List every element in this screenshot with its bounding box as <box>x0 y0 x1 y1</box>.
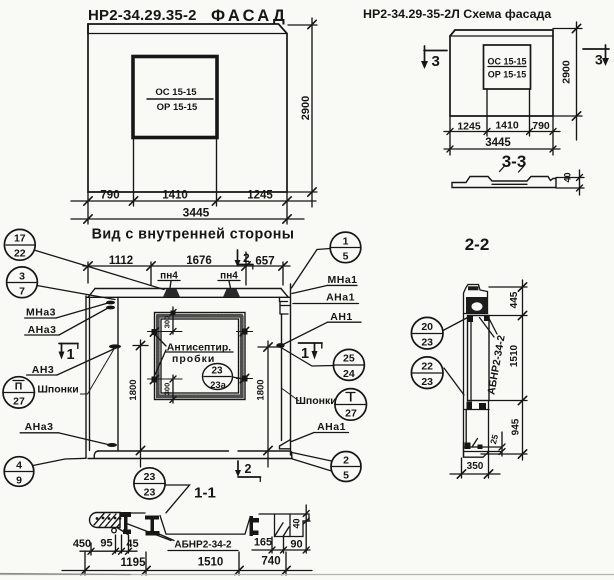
svg-text:657: 657 <box>255 256 274 268</box>
svg-text:2900: 2900 <box>561 60 573 84</box>
svg-text:22: 22 <box>14 248 26 260</box>
svg-text:1: 1 <box>343 236 349 248</box>
svg-text:1800: 1800 <box>128 379 139 400</box>
svg-text:90: 90 <box>290 539 302 551</box>
svg-text:Вид с внутренней стороны: Вид с внутренней стороны <box>92 227 295 243</box>
svg-text:3445: 3445 <box>485 137 511 149</box>
svg-text:300: 300 <box>163 316 172 329</box>
svg-text:300: 300 <box>163 383 172 396</box>
svg-text:945: 945 <box>511 418 522 435</box>
svg-text:НР2-34.29-35-2Л Схема фасада: НР2-34.29-35-2Л Схема фасада <box>363 7 551 21</box>
svg-text:I: I <box>349 393 352 405</box>
svg-text:1-1: 1-1 <box>194 485 216 502</box>
svg-text:АНа3: АНа3 <box>25 421 54 433</box>
svg-text:ОР 15-15: ОР 15-15 <box>157 102 198 113</box>
svg-text:790: 790 <box>532 120 550 132</box>
svg-text:790: 790 <box>100 190 119 202</box>
svg-text:ОР 15-15: ОР 15-15 <box>488 70 527 80</box>
svg-text:МНа1: МНа1 <box>327 274 357 286</box>
svg-text:2900: 2900 <box>300 96 312 120</box>
svg-text:3: 3 <box>19 271 25 283</box>
svg-text:350: 350 <box>467 461 484 472</box>
svg-text:22: 22 <box>421 361 433 373</box>
svg-text:27: 27 <box>345 408 357 420</box>
svg-text:Шпонки: Шпонки <box>37 384 78 396</box>
svg-text:АНа1: АНа1 <box>317 421 346 433</box>
svg-text:1195: 1195 <box>121 557 147 569</box>
svg-text:2: 2 <box>245 462 252 476</box>
svg-text:9: 9 <box>16 475 22 487</box>
svg-text:МНа3: МНа3 <box>26 307 56 319</box>
svg-text:1800: 1800 <box>256 379 267 400</box>
svg-text:АБНР2-34-2: АБНР2-34-2 <box>174 540 232 551</box>
svg-text:23: 23 <box>144 487 156 499</box>
svg-text:2-2: 2-2 <box>465 235 490 254</box>
svg-text:1245: 1245 <box>457 121 481 133</box>
svg-text:40: 40 <box>563 172 573 182</box>
svg-text:3445: 3445 <box>183 206 210 220</box>
svg-text:3-3: 3-3 <box>502 152 527 171</box>
svg-text:2: 2 <box>243 251 250 265</box>
svg-text:40: 40 <box>292 518 302 528</box>
svg-text:450: 450 <box>73 538 91 550</box>
svg-text:25: 25 <box>343 353 355 365</box>
svg-text:АН3: АН3 <box>32 364 55 376</box>
svg-text:1410: 1410 <box>495 120 519 132</box>
svg-text:1676: 1676 <box>186 255 212 267</box>
svg-text:ОС 15-15: ОС 15-15 <box>487 57 526 67</box>
svg-text:17: 17 <box>14 233 26 245</box>
svg-text:2: 2 <box>343 455 349 467</box>
svg-text:27: 27 <box>13 396 25 408</box>
svg-text:1410: 1410 <box>162 190 188 202</box>
svg-text:1510: 1510 <box>198 557 224 569</box>
svg-text:23: 23 <box>421 337 433 349</box>
svg-text:Антисептир.: Антисептир. <box>167 342 232 354</box>
svg-text:7: 7 <box>19 286 25 298</box>
svg-text:пн4: пн4 <box>220 271 238 282</box>
svg-text:НР2-34.29.35-2: НР2-34.29.35-2 <box>88 7 197 24</box>
svg-text:165: 165 <box>254 537 272 549</box>
svg-text:23: 23 <box>211 366 223 377</box>
svg-text:1112: 1112 <box>109 255 133 267</box>
svg-text:445: 445 <box>509 291 520 308</box>
svg-text:1245: 1245 <box>247 190 273 202</box>
svg-text:24: 24 <box>343 368 355 380</box>
svg-text:740: 740 <box>261 556 280 568</box>
svg-text:23а: 23а <box>210 380 227 391</box>
svg-text:45: 45 <box>126 538 138 550</box>
svg-text:П: П <box>15 381 23 393</box>
svg-text:23: 23 <box>144 471 156 483</box>
svg-text:пн4: пн4 <box>160 271 178 282</box>
svg-text:20: 20 <box>421 321 433 333</box>
svg-text:АНа1: АНа1 <box>326 292 355 304</box>
svg-text:25: 25 <box>488 433 500 445</box>
svg-text:ОС 15-15: ОС 15-15 <box>155 87 197 98</box>
svg-text:АНа3: АНа3 <box>28 324 57 336</box>
svg-text:1510: 1510 <box>509 344 520 367</box>
svg-text:Шпонки: Шпонки <box>295 395 336 407</box>
svg-text:1: 1 <box>67 347 75 363</box>
svg-text:3: 3 <box>595 52 603 68</box>
svg-text:1: 1 <box>301 346 309 362</box>
svg-text:3: 3 <box>432 53 440 70</box>
svg-text:пробки: пробки <box>172 353 215 365</box>
svg-text:95: 95 <box>100 538 112 550</box>
svg-text:5: 5 <box>343 470 349 482</box>
svg-text:4: 4 <box>16 460 22 472</box>
svg-text:ФАСАД: ФАСАД <box>211 7 288 25</box>
svg-text:5: 5 <box>343 251 349 263</box>
svg-text:23: 23 <box>421 376 433 388</box>
svg-text:АН1: АН1 <box>330 311 353 323</box>
